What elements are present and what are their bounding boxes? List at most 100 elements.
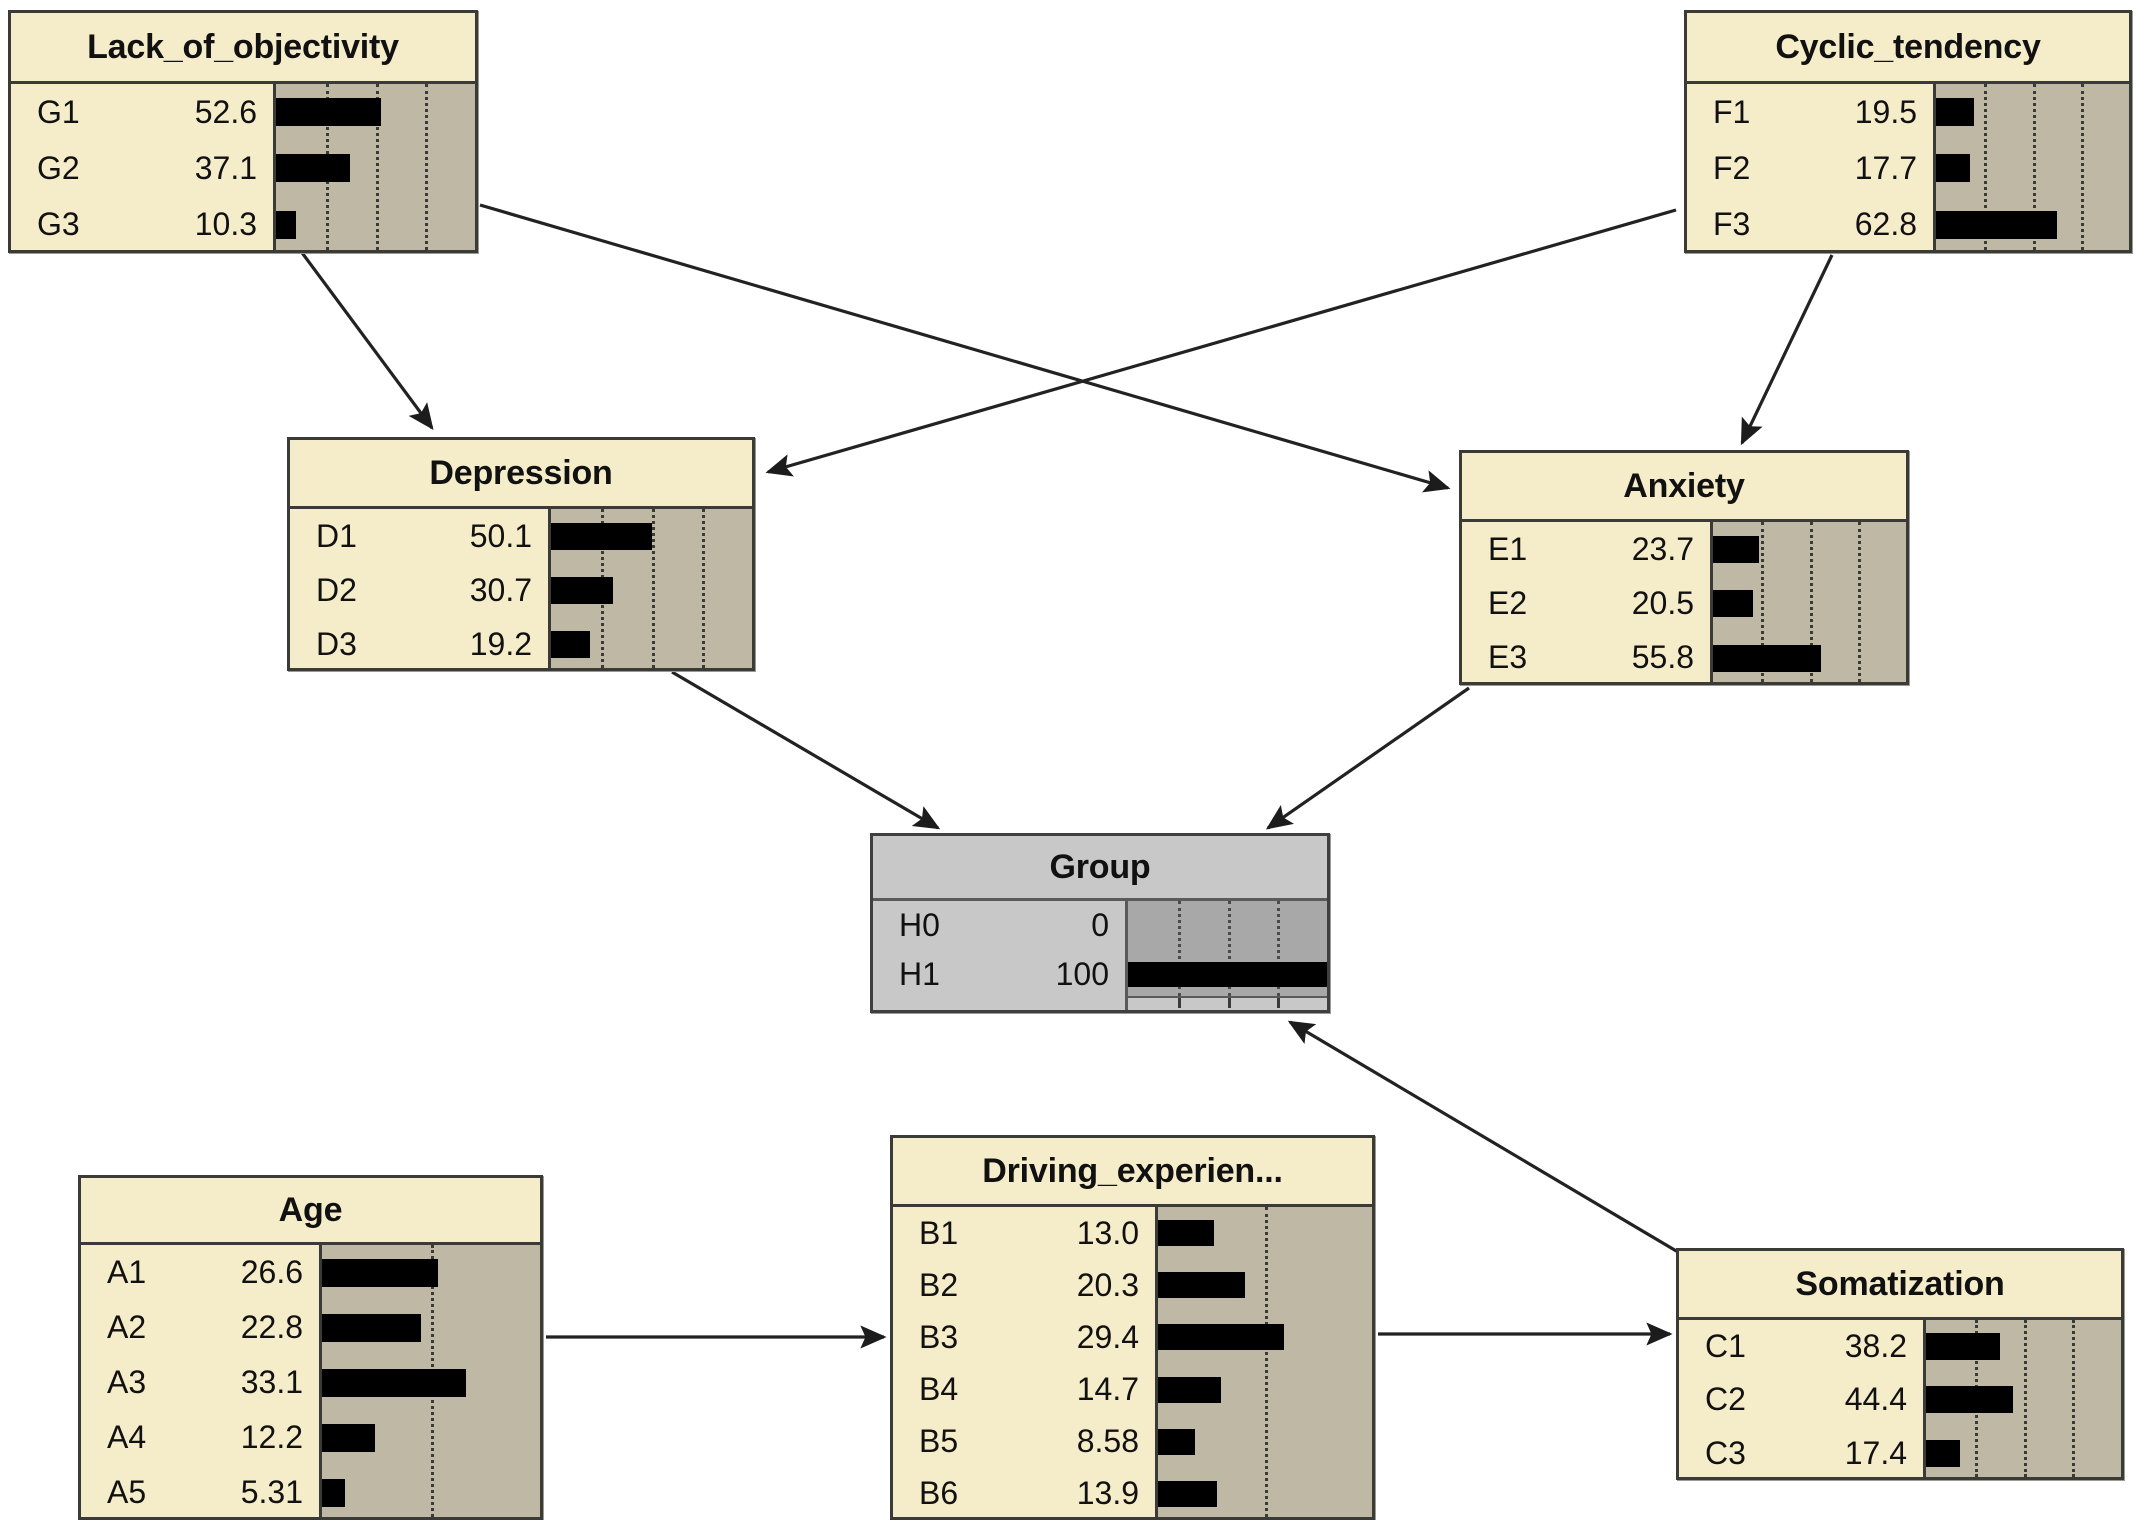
state-value: 50.1 <box>469 517 532 554</box>
bar-chart-group <box>1125 901 1327 1010</box>
bar <box>1936 210 2058 239</box>
bar-row <box>322 1245 540 1300</box>
bar <box>1158 1220 1214 1246</box>
state-label: B3 <box>919 1318 959 1355</box>
gridline <box>1809 522 1813 682</box>
bar-row <box>1158 1468 1372 1517</box>
bar-row <box>1128 950 1327 999</box>
bar <box>1158 1324 1284 1351</box>
bar <box>551 523 652 550</box>
bar <box>1936 154 1971 183</box>
state-value: 8.58 <box>1076 1423 1139 1460</box>
bar-row <box>1713 576 1906 630</box>
bar <box>1936 98 1974 126</box>
gridline <box>2032 84 2036 250</box>
bar <box>551 577 613 604</box>
state-value: 55.8 <box>1631 639 1694 676</box>
state-label: D3 <box>316 625 357 662</box>
state-label: A2 <box>107 1309 147 1345</box>
edge-cyclic-to-depression <box>765 208 1677 477</box>
bar <box>1713 644 1821 672</box>
bar-row <box>1158 1259 1372 1311</box>
state-row: A2 22.8 <box>81 1300 319 1355</box>
state-label: E2 <box>1488 584 1528 621</box>
state-label: B2 <box>919 1266 959 1303</box>
bar <box>276 154 350 183</box>
state-value: 62.8 <box>1854 206 1917 243</box>
bar-row <box>1936 197 2129 250</box>
edge-lack-to-depression <box>298 249 434 431</box>
state-label: A5 <box>107 1474 147 1510</box>
node-title-anxiety: Anxiety <box>1623 466 1745 505</box>
bar <box>1926 1333 2001 1360</box>
bar-row <box>1713 522 1906 576</box>
bar-chart-driving_experience <box>1155 1207 1372 1517</box>
axis-strip <box>1128 996 1327 1010</box>
bar-row <box>1158 1311 1372 1363</box>
gridline <box>1227 901 1231 996</box>
state-value: 22.8 <box>240 1309 303 1345</box>
gridline <box>2080 84 2084 250</box>
bar-row <box>551 617 752 668</box>
bar-row <box>551 509 752 563</box>
state-label: B4 <box>919 1371 959 1408</box>
bar-row <box>1936 84 2129 140</box>
state-label: B1 <box>919 1214 959 1251</box>
gridline <box>2072 1320 2076 1477</box>
bar <box>322 1314 422 1342</box>
bar <box>1158 1428 1195 1455</box>
bar-chart-anxiety <box>1710 522 1906 682</box>
state-label: A3 <box>107 1364 147 1400</box>
bar-row <box>276 84 475 140</box>
state-label: F2 <box>1713 149 1751 186</box>
bar-row <box>1713 631 1906 682</box>
state-value: 37.1 <box>194 149 257 186</box>
bar-row <box>1158 1416 1372 1468</box>
state-label: C2 <box>1705 1381 1746 1418</box>
bar <box>276 210 297 239</box>
bar <box>551 631 590 658</box>
gridline <box>1984 84 1988 250</box>
state-label: H1 <box>899 956 940 992</box>
state-value: 38.2 <box>1844 1328 1907 1365</box>
state-value: 52.6 <box>194 93 257 130</box>
bar <box>1713 590 1753 618</box>
bar <box>1926 1386 2013 1414</box>
state-label: G2 <box>37 149 80 186</box>
state-label: D1 <box>316 517 357 554</box>
bar-row <box>1926 1320 2121 1373</box>
state-value: 100 <box>1055 956 1109 992</box>
state-value: 5.31 <box>240 1474 303 1510</box>
gridline <box>2023 1320 2027 1477</box>
state-value: 26.6 <box>240 1254 303 1290</box>
state-row: A5 5.31 <box>81 1465 319 1520</box>
bar <box>1128 962 1327 987</box>
bar <box>322 1259 438 1287</box>
